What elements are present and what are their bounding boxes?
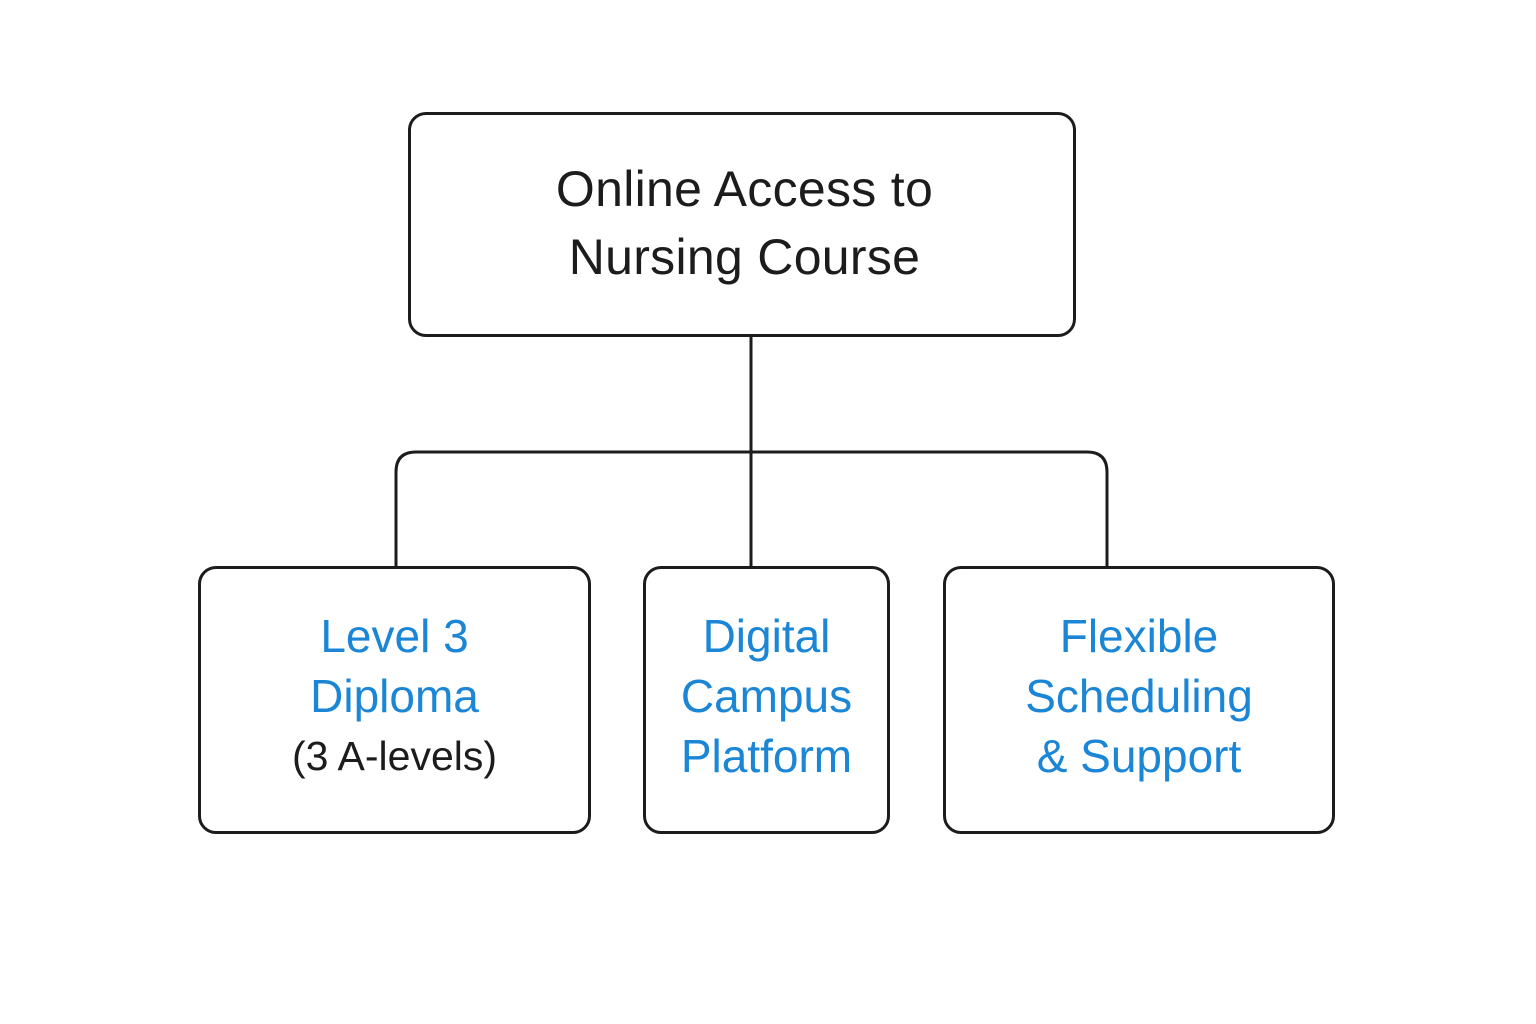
child-node-level3-diploma: Level 3 Diploma (3 A-levels) <box>198 566 591 834</box>
child-2-line-1: Digital <box>702 610 831 662</box>
child-2-line-2: Campus <box>680 670 853 722</box>
root-node: Online Access to Nursing Course <box>408 112 1076 337</box>
child-node-digital-campus: Digital Campus Platform <box>643 566 890 834</box>
child-1-line-2: Diploma <box>310 670 479 722</box>
child-1-line-1: Level 3 <box>320 610 469 662</box>
branch-connector <box>394 450 1109 566</box>
child-3-line-3: & Support <box>1036 730 1242 782</box>
child-1-subtitle: (3 A-levels) <box>291 733 498 779</box>
root-title-line-2: Nursing Course <box>568 228 921 285</box>
child-node-flexible-scheduling: Flexible Scheduling & Support <box>943 566 1335 834</box>
child-3-line-2: Scheduling <box>1025 670 1253 722</box>
child-2-line-3: Platform <box>680 730 853 782</box>
child-3-line-1: Flexible <box>1059 610 1219 662</box>
root-title-line-1: Online Access to <box>555 160 934 217</box>
